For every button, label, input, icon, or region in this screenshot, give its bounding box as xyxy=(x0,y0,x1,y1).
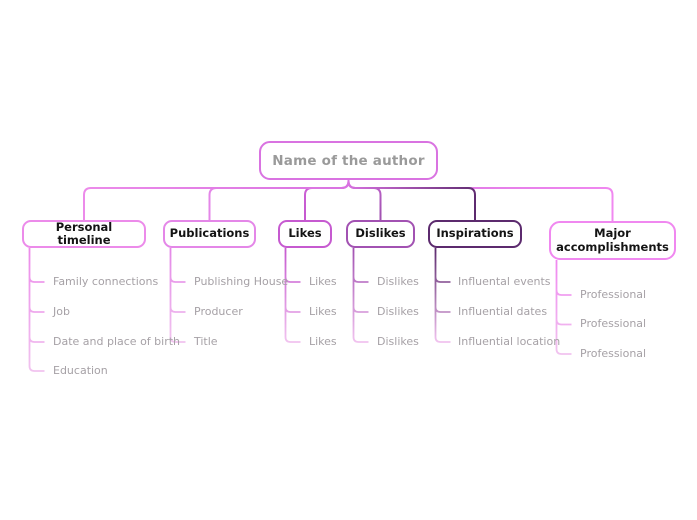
branch-connector-major xyxy=(347,180,614,221)
subbranch-inspirations xyxy=(434,248,451,343)
subtopic-family-connections[interactable]: Family connections xyxy=(53,275,159,288)
subtopic-influental-events[interactable]: Influental events xyxy=(458,275,551,288)
subtopic-title[interactable]: Title xyxy=(194,335,218,348)
branch-connector-personal-timeline xyxy=(83,180,350,220)
subtopic-date-place-of-birth[interactable]: Date and place of birth xyxy=(53,335,181,348)
topic-publications[interactable]: Publications xyxy=(163,220,256,248)
subtopic-dislikes-1[interactable]: Dislikes xyxy=(377,275,419,288)
branch-connector-dislikes xyxy=(347,180,382,220)
subtopic-dislikes-3[interactable]: Dislikes xyxy=(377,335,419,348)
subtopic-influential-dates[interactable]: Influential dates xyxy=(458,305,548,318)
subtopic-dislikes-2[interactable]: Dislikes xyxy=(377,305,419,318)
topic-major-accomplishments[interactable]: Major accomplishments xyxy=(549,221,676,260)
subtopic-influential-location[interactable]: Influential location xyxy=(458,335,561,348)
subtopic-publishing-house[interactable]: Publishing House xyxy=(194,275,289,288)
subbranch-personal-timeline xyxy=(28,248,45,372)
branch-connector-publications xyxy=(208,180,350,220)
topic-dislikes[interactable]: Dislikes xyxy=(346,220,415,248)
subtopic-education[interactable]: Education xyxy=(53,364,108,377)
subtopic-likes-3[interactable]: Likes xyxy=(309,335,337,348)
subtopic-professional-3[interactable]: Professional xyxy=(580,347,647,360)
subbranch-dislikes xyxy=(352,248,369,343)
subtopic-professional-1[interactable]: Professional xyxy=(580,288,647,301)
topic-likes[interactable]: Likes xyxy=(278,220,332,248)
subtopic-likes-2[interactable]: Likes xyxy=(309,305,337,318)
subtopic-professional-2[interactable]: Professional xyxy=(580,317,647,330)
subtopic-producer[interactable]: Producer xyxy=(194,305,243,318)
topic-personal-timeline[interactable]: Personal timeline xyxy=(22,220,146,248)
subtopic-job[interactable]: Job xyxy=(53,305,70,318)
subtopic-likes-1[interactable]: Likes xyxy=(309,275,337,288)
topic-inspirations[interactable]: Inspirations xyxy=(428,220,522,248)
branch-connector-inspirations xyxy=(347,180,476,220)
root-topic[interactable]: Name of the author xyxy=(259,141,438,180)
branch-connector-likes xyxy=(304,180,350,220)
subbranch-major-accomplishments xyxy=(555,260,572,355)
subbranch-publications xyxy=(169,248,186,343)
subbranch-likes xyxy=(284,248,301,343)
